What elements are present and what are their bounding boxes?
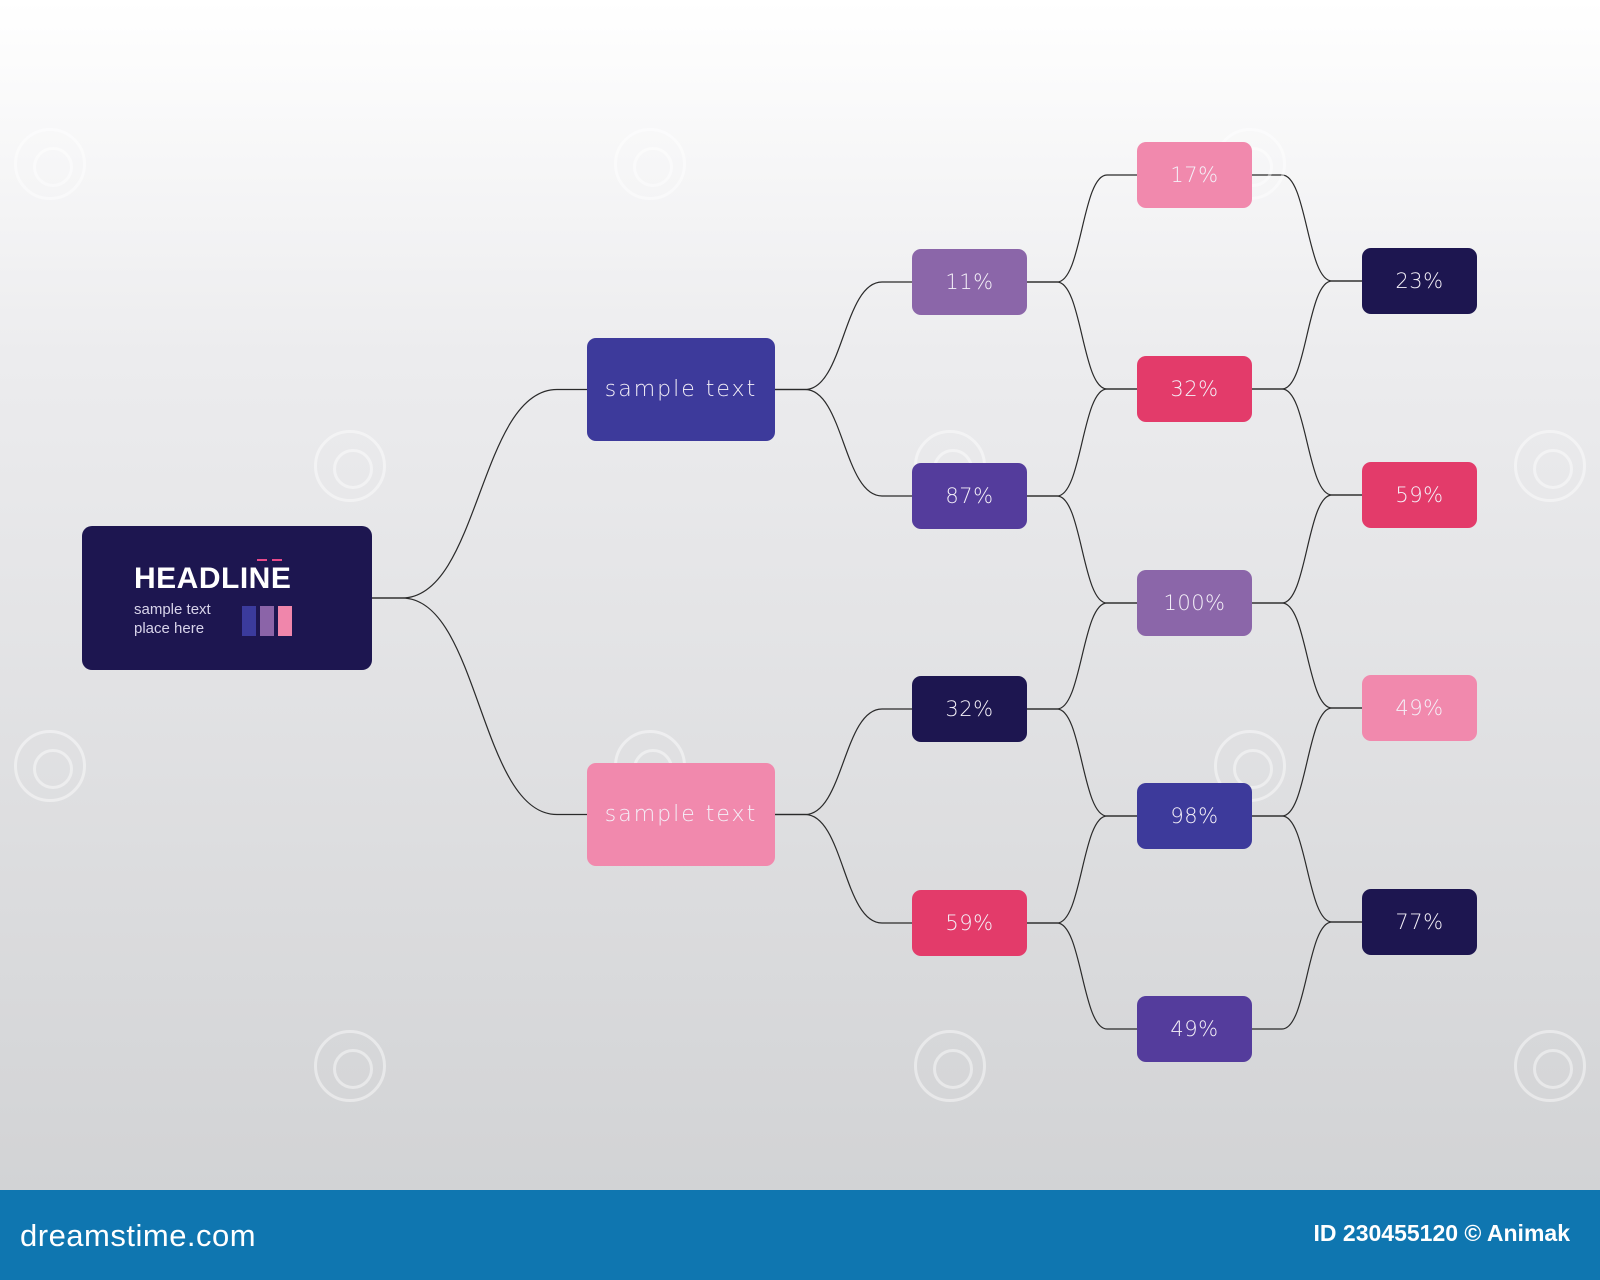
connector-line (1252, 815, 1362, 923)
node-level3: 59% (912, 890, 1027, 956)
node-level5: 49% (1362, 675, 1477, 741)
watermark-logo-icon (614, 128, 686, 200)
connector-line (1027, 495, 1137, 604)
connector-line (1027, 815, 1137, 924)
connector-lines (372, 174, 1362, 1030)
connector-line (1252, 494, 1362, 604)
footer-bar: dreamstime.com ID 230455120 © Animak (0, 1190, 1600, 1280)
headline-bar-icon (242, 606, 256, 636)
headline-bar-icon (278, 606, 292, 636)
connector-line (1252, 174, 1362, 282)
watermark-logo-icon (314, 1030, 386, 1102)
headline-bar-icon (260, 606, 274, 636)
node-level5: 23% (1362, 248, 1477, 314)
node-level4: 49% (1137, 996, 1252, 1062)
node-level4: 17% (1137, 142, 1252, 208)
connector-line (1252, 921, 1362, 1030)
connector-line (775, 813, 912, 924)
connector-line (1027, 281, 1137, 390)
node-level5: 77% (1362, 889, 1477, 955)
node-level4: 98% (1137, 783, 1252, 849)
connector-line (1027, 174, 1137, 283)
watermark-logo-icon (1514, 1030, 1586, 1102)
node-level4: 32% (1137, 356, 1252, 422)
image-credit: ID 230455120 © Animak (1313, 1220, 1570, 1246)
headline-title: HEADLINE (134, 562, 292, 595)
connector-line (1027, 388, 1137, 497)
headline-accent-dash (257, 559, 267, 561)
connector-line (1252, 707, 1362, 817)
watermark-logo-icon (314, 430, 386, 502)
connector-line (775, 281, 912, 391)
node-level3: 11% (912, 249, 1027, 315)
node-level5: 59% (1362, 462, 1477, 528)
watermark-logo-icon (914, 1030, 986, 1102)
watermark-logo-icon (14, 128, 86, 200)
node-sample-text-top: sample text (587, 338, 775, 441)
connector-line (1252, 280, 1362, 390)
watermark-logo-icon (14, 730, 86, 802)
connector-line (1027, 602, 1137, 710)
node-level3: 87% (912, 463, 1027, 529)
headline-subtitle: sample text place here (134, 601, 211, 637)
node-level3: 32% (912, 676, 1027, 742)
connector-line (1027, 708, 1137, 817)
headline-accent-dash (272, 559, 282, 561)
connector-line (1252, 602, 1362, 709)
connector-line (1027, 922, 1137, 1030)
watermark-logo-icon (1514, 430, 1586, 502)
brand-logo-text: dreamstime.com (20, 1218, 257, 1253)
connector-line (775, 708, 912, 816)
node-level4: 100% (1137, 570, 1252, 636)
connector-line (372, 388, 587, 599)
connector-line (372, 597, 587, 816)
node-sample-text-bottom: sample text (587, 763, 775, 866)
headline-card: HEADLINE sample text place here (82, 526, 372, 670)
connector-line (1252, 388, 1362, 496)
connector-line (775, 388, 912, 497)
diagram-canvas: HEADLINE sample text place here sample t… (0, 0, 1600, 1190)
